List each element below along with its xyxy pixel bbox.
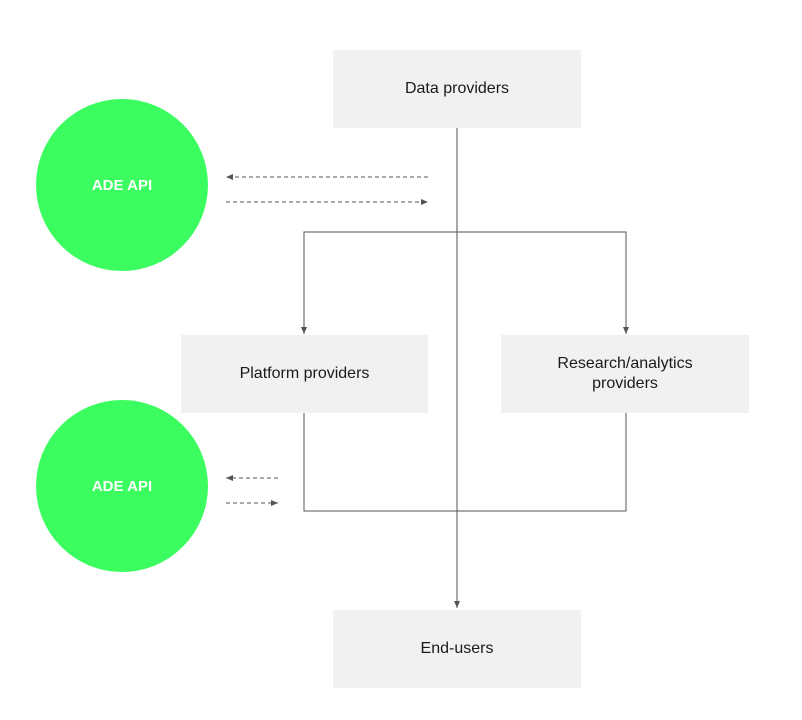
node-label: Data providers (404, 80, 510, 97)
node-label: Platform providers (239, 365, 370, 382)
node-research-providers: Research/analytics providers (501, 335, 749, 413)
split-bracket (303, 231, 627, 333)
node-platform-providers: Platform providers (181, 335, 428, 413)
node-end-users: End-users (333, 610, 581, 688)
node-label: End-users (420, 640, 494, 657)
api-circle-bottom: ADE API (36, 400, 208, 572)
api-circle-top: ADE API (36, 99, 208, 271)
api-label: ADE API (91, 176, 153, 194)
node-label: Research/analytics providers (557, 355, 693, 392)
merge-bracket (303, 413, 627, 512)
node-data-providers: Data providers (333, 50, 581, 128)
api-label: ADE API (91, 477, 153, 495)
